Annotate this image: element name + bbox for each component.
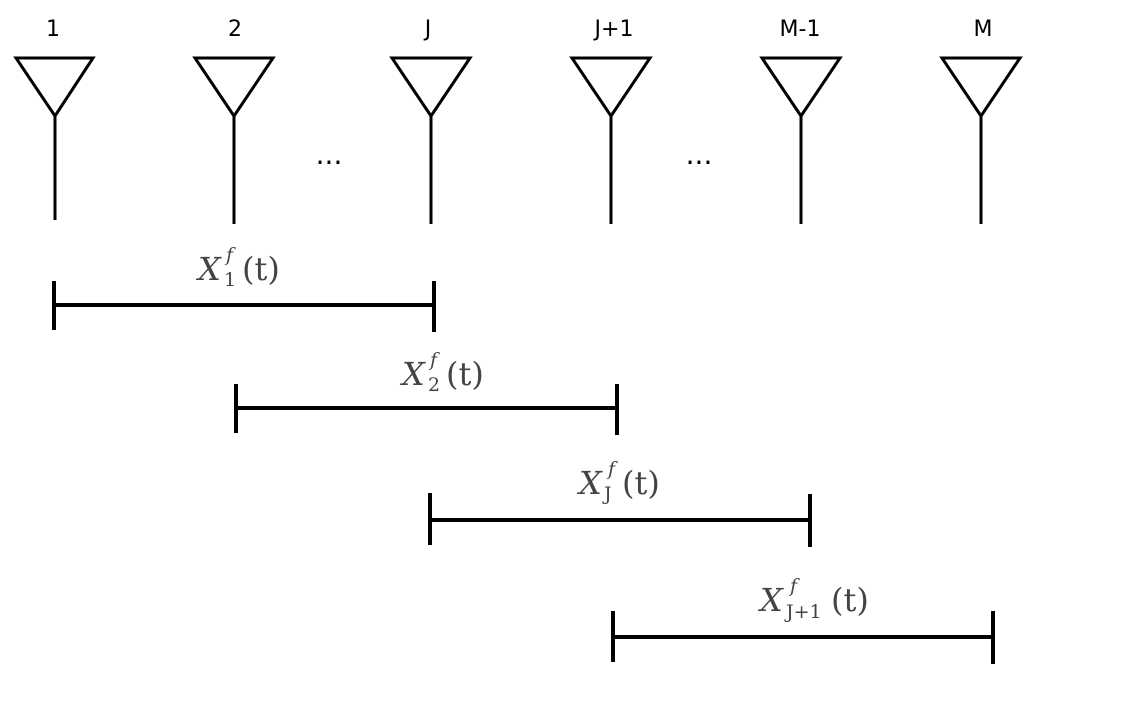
antenna-2: 2 — [192, 17, 276, 224]
subarray-segment-1: X f 1 (t) — [52, 244, 436, 332]
antenna-triangle-icon — [192, 56, 276, 119]
antenna-label-j-plus-1: J+1 — [593, 17, 634, 42]
antenna-j: J — [389, 17, 473, 224]
antenna-m: M — [939, 17, 1023, 224]
ellipsis-left: ··· — [316, 146, 343, 179]
antenna-1: 1 — [13, 17, 96, 220]
antenna-triangle-icon — [13, 56, 96, 119]
subarray-segment-2: X f 2 (t) — [234, 349, 619, 435]
antenna-triangle-icon — [569, 56, 653, 119]
antenna-label-j: J — [423, 17, 432, 42]
antenna-label-2: 2 — [228, 17, 242, 42]
segment-label-j: X f J (t) — [576, 458, 660, 505]
antenna-triangle-icon — [939, 56, 1023, 119]
ellipsis-right: ··· — [686, 146, 713, 179]
antenna-label-1: 1 — [46, 17, 60, 42]
antenna-label-m: M — [974, 17, 993, 42]
antenna-triangle-icon — [389, 56, 473, 119]
segment-label-1: X f 1 (t) — [195, 244, 280, 291]
antenna-label-m-minus-1: M-1 — [780, 17, 821, 42]
antenna-triangle-icon — [759, 56, 843, 119]
antenna-m-minus-1: M-1 — [759, 17, 843, 224]
segment-label-2: X f 2 (t) — [399, 349, 484, 396]
subarray-segment-j-plus-1: X f J+1 (t) — [611, 575, 995, 664]
segment-label-j-plus-1: X f J+1 (t) — [757, 575, 869, 623]
antenna-j-plus-1: J+1 — [569, 17, 653, 224]
subarray-segment-j: X f J (t) — [428, 458, 812, 547]
